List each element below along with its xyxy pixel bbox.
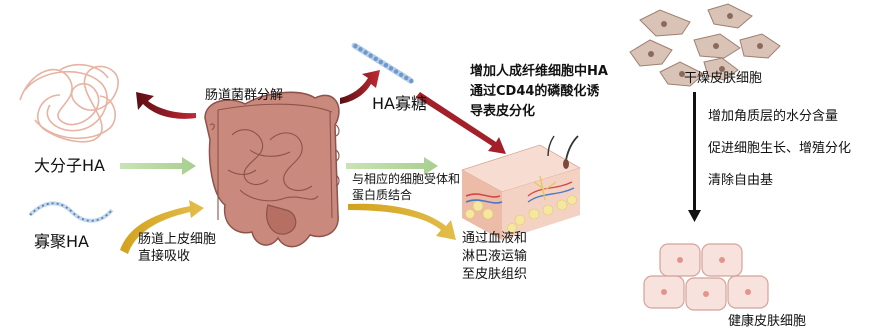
fibroblast-label-1: 增加人成纤维细胞中HA	[470, 64, 608, 80]
blood-lymph-label-3: 至皮肤组织	[462, 267, 527, 283]
receptor-bind-label-1: 与相应的细胞受体和	[352, 172, 460, 187]
bead-chain-icon	[350, 41, 414, 84]
epithelial-absorb-label-1: 肠道上皮细胞	[138, 232, 216, 248]
blood-lymph-label-2: 淋巴液运输	[462, 249, 527, 265]
tangled-fiber-icon	[20, 65, 118, 142]
oligo-ha-label: 寡聚HA	[34, 232, 89, 252]
healthy-skin-cells-label: 健康皮肤细胞	[728, 314, 806, 330]
ha-oligo-top-label: HA寡糖	[372, 94, 427, 114]
receptor-bind-label-2: 蛋白质结合	[352, 188, 412, 203]
intestine-icon	[205, 92, 339, 246]
healthy-skin-cells-icon	[644, 244, 768, 310]
effect-label-2: 促进细胞生长、增殖分化	[708, 141, 851, 157]
skin-cross-section-icon	[462, 136, 580, 240]
arrow-large-ha-to-gut	[120, 157, 196, 175]
chain-wave-icon	[30, 203, 112, 220]
arrow-dry-to-healthy	[688, 92, 701, 222]
fibroblast-label-3: 导表皮分化	[470, 104, 535, 120]
arrow-gut-to-blood	[348, 204, 456, 240]
dry-skin-cells-label: 干燥皮肤细胞	[684, 71, 762, 87]
effect-label-3: 清除自由基	[708, 173, 773, 189]
effect-label-1: 增加角质层的水分含量	[708, 109, 838, 125]
blood-lymph-label-1: 通过血液和	[462, 231, 527, 247]
fibroblast-label-2: 通过CD44的磷酸化诱	[470, 84, 599, 100]
arrow-oligo-to-skin	[416, 92, 506, 154]
epithelial-absorb-label-2: 直接吸收	[138, 249, 190, 265]
gut-microbiota-label: 肠道菌群分解	[205, 88, 283, 104]
arrow-gut-to-top-left	[136, 92, 196, 119]
large-ha-label: 大分子HA	[34, 156, 105, 176]
